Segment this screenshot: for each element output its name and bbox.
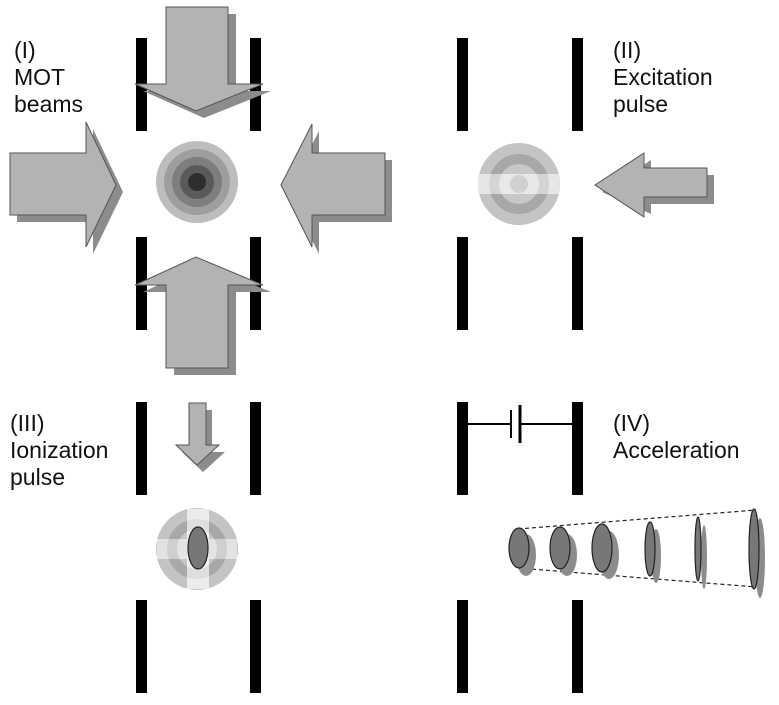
- expansion-envelope-top: [517, 509, 757, 530]
- ionization-pulse-arrow: [174, 402, 225, 472]
- label-line: pulse: [10, 464, 65, 490]
- panel-mot-beams: [9, 6, 392, 375]
- label-line: Acceleration: [613, 437, 740, 463]
- panel-label-acceleration: (IV) Acceleration: [613, 410, 740, 464]
- ion-bunch-1: [508, 527, 530, 569]
- ion-bunch-4: [644, 521, 656, 577]
- electrode-right-top: [572, 38, 583, 131]
- label-line: MOT: [14, 64, 66, 90]
- electrode-left-bottom: [457, 600, 468, 693]
- label-line: pulse: [613, 91, 668, 117]
- electrode-left-top: [136, 402, 147, 495]
- panel-acceleration: [457, 402, 765, 693]
- label-line: (II): [613, 37, 642, 63]
- label-line: (IV): [613, 410, 651, 436]
- electrode-right-top: [572, 402, 583, 495]
- electrode-left-bottom: [136, 600, 147, 693]
- electrode-right-top: [250, 402, 261, 495]
- excited-atom-cloud: [478, 143, 560, 225]
- electrode-left-bottom: [457, 237, 468, 330]
- ion-bunch-2: [549, 526, 571, 570]
- label-line: Ionization: [10, 437, 109, 463]
- panel-label-excitation-pulse: (II) Excitation pulse: [613, 37, 713, 118]
- ion-bunch-expansion: [508, 508, 765, 598]
- label-line: (I): [14, 37, 36, 63]
- electrode-right-bottom: [250, 600, 261, 693]
- panel-excitation-pulse: [457, 38, 714, 330]
- electrode-right-bottom: [572, 600, 583, 693]
- battery-symbol: [468, 405, 572, 443]
- electrode-left-top: [457, 402, 468, 495]
- mot-beam-arrow-up: [134, 256, 271, 375]
- ion-bunch-3: [591, 523, 613, 573]
- panel-label-ionization-pulse: (III) Ionization pulse: [10, 410, 108, 491]
- ion-bunch-5: [694, 516, 702, 582]
- ion-bunch-6: [748, 508, 760, 590]
- atom-cloud: [156, 141, 238, 223]
- electrode-right-bottom: [572, 237, 583, 330]
- mot-beam-arrow-left: [280, 123, 392, 254]
- ionized-atom-cloud: [156, 508, 238, 590]
- label-line: (III): [10, 410, 45, 436]
- panel-label-mot-beams: (I) MOT beams: [14, 37, 83, 118]
- expansion-envelope-bottom: [517, 567, 757, 588]
- panel-ionization-pulse: [136, 402, 261, 693]
- label-line: Excitation: [613, 64, 713, 90]
- ion-bunch: [187, 526, 209, 570]
- excitation-pulse-arrow: [594, 152, 714, 218]
- mot-beam-arrow-right: [9, 121, 123, 254]
- label-line: beams: [14, 91, 84, 117]
- electrode-left-top: [457, 38, 468, 131]
- mot-beam-arrow-down: [134, 6, 271, 118]
